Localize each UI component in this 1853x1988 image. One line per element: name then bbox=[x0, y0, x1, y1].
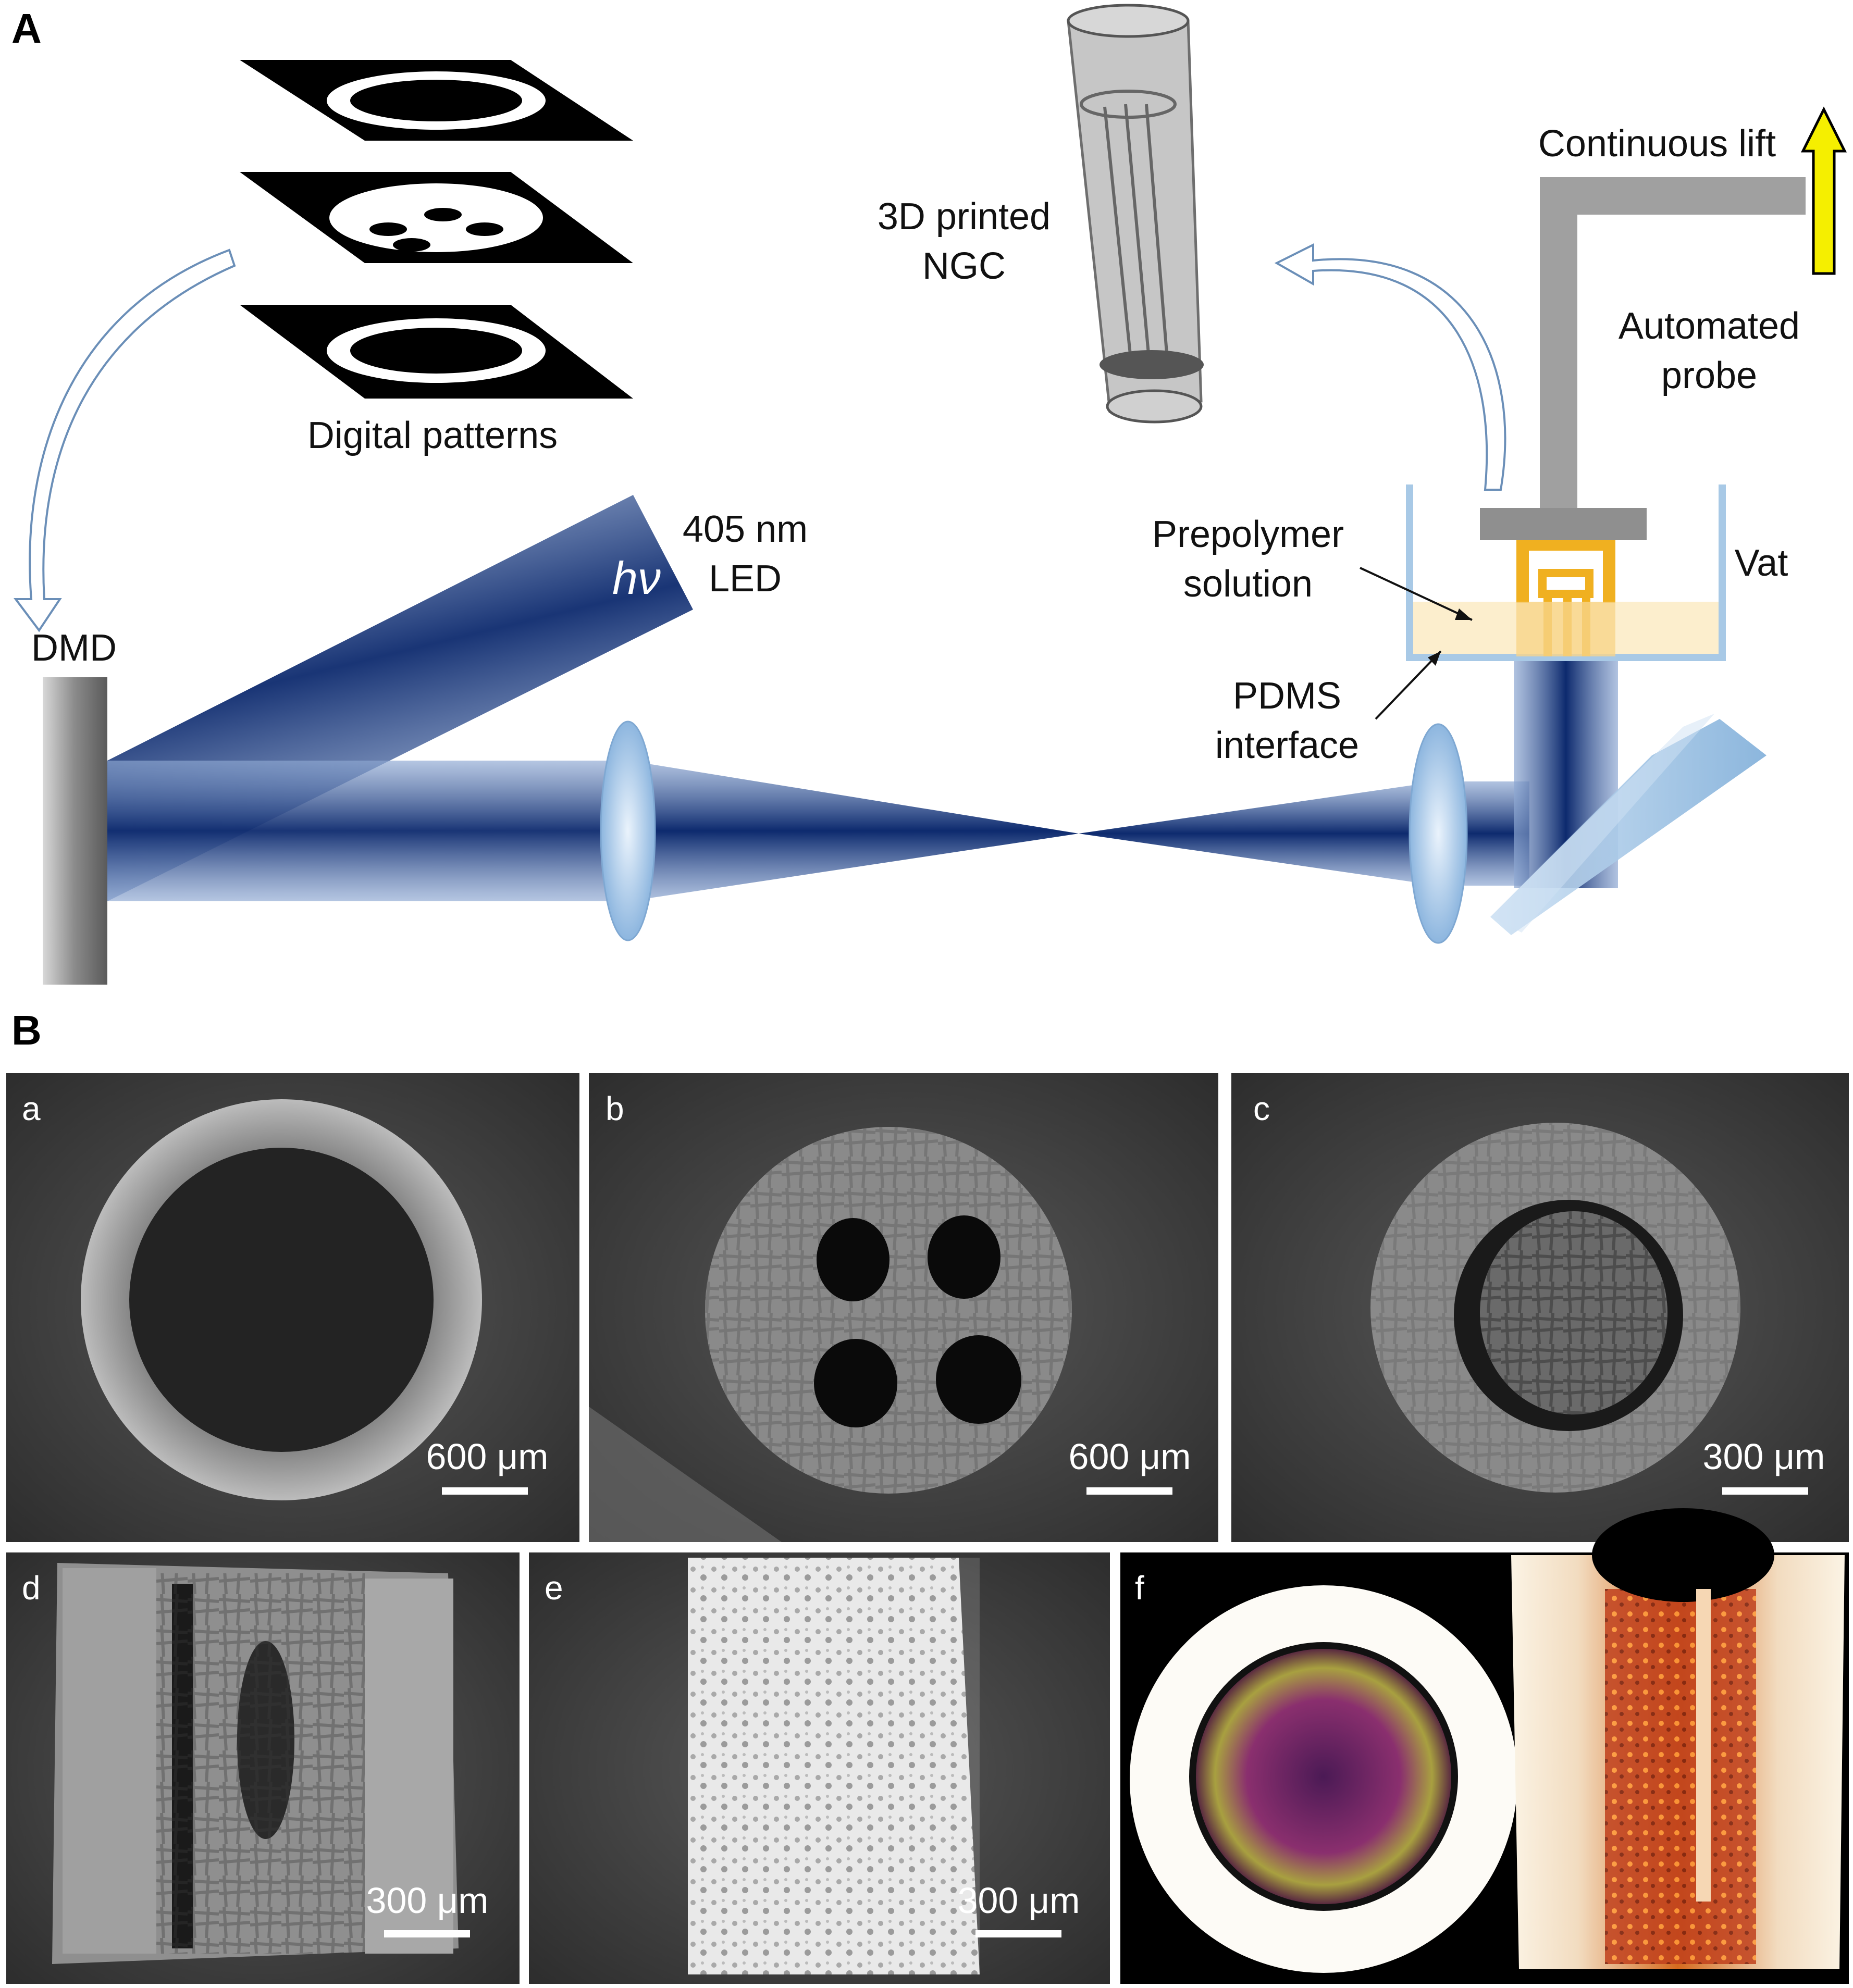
panel-a-letter: A bbox=[11, 5, 42, 52]
dmd-label: DMD bbox=[31, 627, 117, 669]
panel-b: B a 600 μm b 600 μm bbox=[6, 1007, 1849, 1984]
scale-bar-e bbox=[975, 1930, 1061, 1937]
scale-bar-c bbox=[1722, 1487, 1808, 1495]
prepolymer-label-line2: solution bbox=[1183, 563, 1313, 605]
sem-panel-a: a 600 μm bbox=[6, 1073, 579, 1542]
dmd-device bbox=[43, 677, 107, 985]
digital-patterns-label: Digital patterns bbox=[307, 415, 558, 456]
prepolymer-pointer bbox=[1360, 567, 1473, 621]
led-label-line1: 405 nm bbox=[683, 508, 808, 550]
digital-pattern-stack bbox=[240, 60, 633, 399]
panel-a: A Digital patterns bbox=[11, 4, 1847, 985]
sem-panel-e-label: e bbox=[545, 1569, 563, 1607]
prepolymer-label-line1: Prepolymer bbox=[1152, 514, 1344, 555]
ngc-label-line2: NGC bbox=[922, 245, 1006, 287]
scale-bar-c-label: 300 μm bbox=[1703, 1436, 1825, 1477]
pdms-pointer bbox=[1375, 650, 1442, 720]
lens-left bbox=[600, 720, 656, 941]
sem-panel-c: c 300 μm bbox=[1231, 1073, 1849, 1542]
scale-bar-a bbox=[442, 1487, 528, 1495]
continuous-lift-label: Continuous lift bbox=[1538, 123, 1776, 165]
scale-bar-e-label: 300 μm bbox=[958, 1880, 1080, 1921]
probe-label-line2: probe bbox=[1661, 355, 1757, 396]
reflected-beam bbox=[107, 761, 628, 901]
pattern-slide-bottom bbox=[240, 305, 633, 399]
beam-expanding-cone bbox=[1079, 781, 1438, 886]
pdms-label-line2: interface bbox=[1215, 725, 1359, 766]
sem-panel-c-label: c bbox=[1253, 1090, 1270, 1127]
scale-bar-d-label: 300 μm bbox=[366, 1880, 489, 1921]
vat-to-ngc-arrow bbox=[1274, 243, 1506, 491]
scale-bar-a-label: 600 μm bbox=[426, 1436, 549, 1477]
led-label-line2: LED bbox=[709, 558, 782, 600]
sem-panel-b-label: b bbox=[606, 1090, 624, 1127]
panel-b-letter: B bbox=[11, 1007, 42, 1053]
sem-panel-a-label: a bbox=[22, 1090, 41, 1127]
ngc-label-line1: 3D printed bbox=[878, 196, 1051, 238]
ct-panel-f-label: f bbox=[1135, 1569, 1144, 1607]
sem-panel-e: e 300 μm bbox=[529, 1552, 1110, 1984]
beam-focus-cone bbox=[628, 761, 1079, 901]
photon-symbol: hν bbox=[612, 552, 661, 604]
probe-label-line1: Automated bbox=[1619, 305, 1800, 347]
lift-arrow bbox=[1800, 106, 1847, 275]
sem-panel-d-label: d bbox=[22, 1569, 41, 1607]
pdms-label-line1: PDMS bbox=[1233, 675, 1341, 717]
automated-probe bbox=[1480, 177, 1806, 540]
pattern-slide-middle bbox=[240, 172, 633, 263]
scale-bar-b-label: 600 μm bbox=[1069, 1436, 1191, 1477]
lens-right bbox=[1409, 723, 1468, 944]
ct-panel-f: f bbox=[1120, 1508, 1849, 1984]
vat-label: Vat bbox=[1735, 542, 1788, 584]
sem-panel-b: b 600 μm bbox=[589, 1073, 1218, 1542]
scale-bar-d bbox=[384, 1930, 470, 1937]
sem-panel-d: d 300 μm bbox=[6, 1552, 520, 1984]
printed-part-in-vat bbox=[1516, 540, 1615, 656]
pattern-to-dmd-arrow bbox=[14, 249, 236, 632]
pattern-slide-top bbox=[240, 60, 633, 141]
ngc-render bbox=[1067, 4, 1204, 424]
scale-bar-b bbox=[1086, 1487, 1172, 1495]
